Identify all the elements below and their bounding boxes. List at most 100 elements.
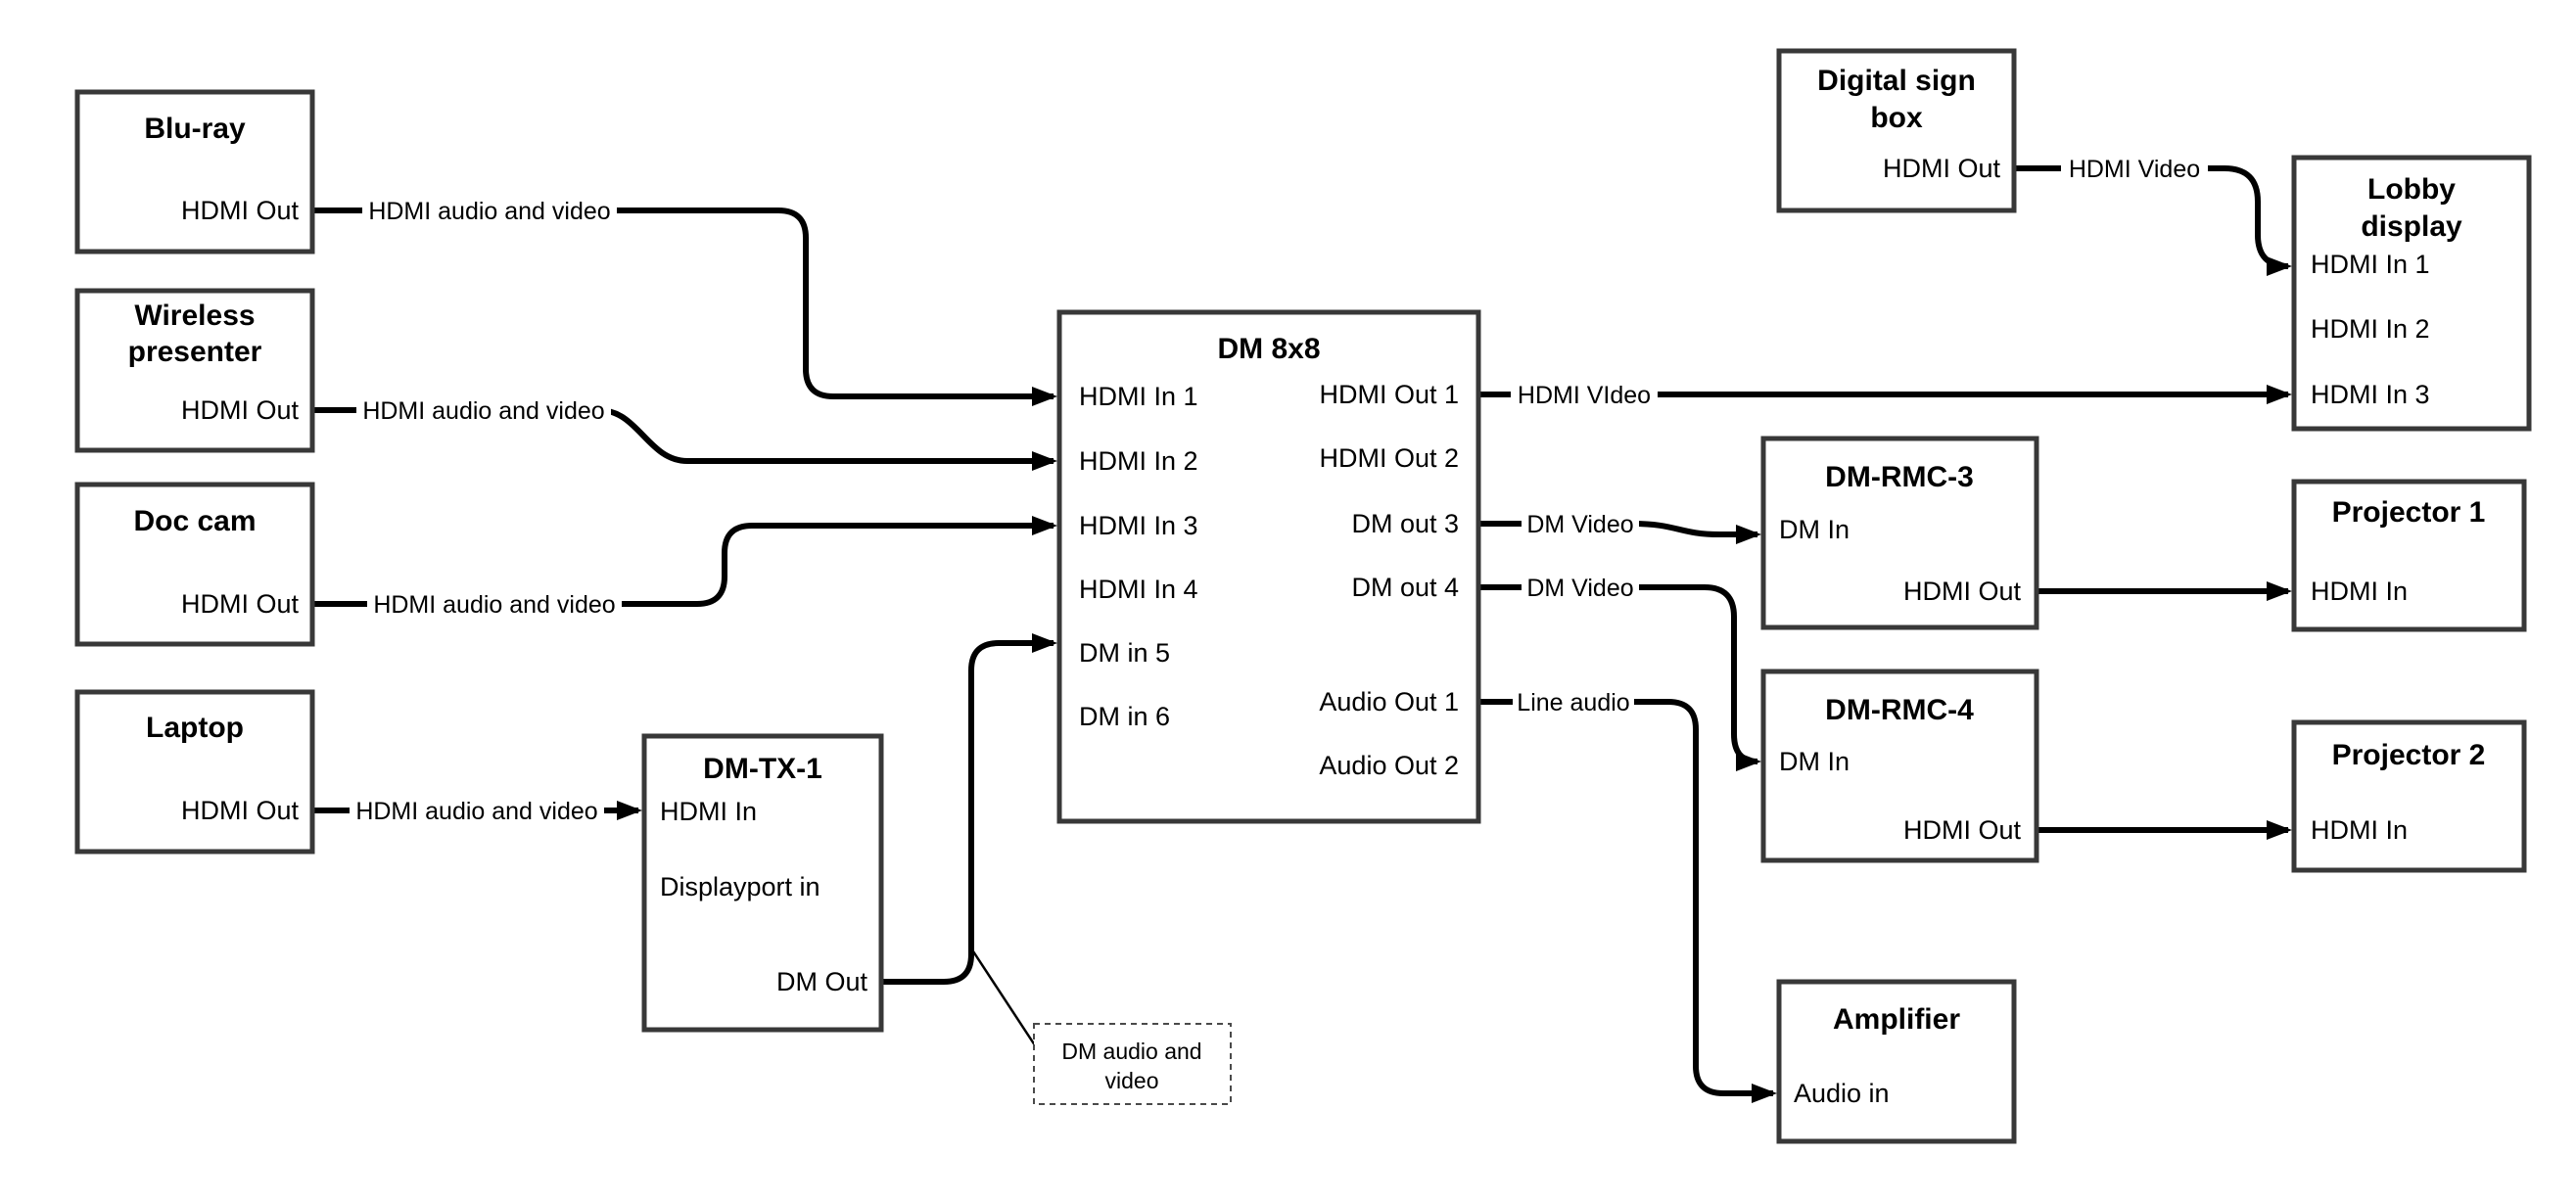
edge-label-doccam: HDMI audio and video [373,591,615,619]
annotation-dm-audio-and-video: DM audio and video [1033,1023,1232,1105]
dmrmc4-port-hdmi-out: HDMI Out [1903,815,2022,845]
wire-dmtx1-dmout-to-dm8x8-in5 [881,633,1057,985]
proj2-box [2291,719,2527,873]
node-projector-2: Projector 2 HDMI In [2291,719,2527,873]
dmtx1-title: DM-TX-1 [703,753,822,785]
dm8x8-port-dm-out-3: DM out 3 [1351,509,1459,538]
digitalsign-title-line1: Digital sign [1817,65,1976,97]
laptop-port-hdmi-out: HDMI Out [181,796,300,825]
lobby-port-hdmi-in-1: HDMI In 1 [2311,250,2430,279]
annotation-box [1033,1023,1232,1105]
edge-label-line-audio: Line audio [1517,689,1629,716]
dm8x8-port-audio-out-1: Audio Out 1 [1319,687,1459,716]
dm8x8-port-dm-in-5: DM in 5 [1079,638,1170,668]
bluray-box [74,89,315,254]
dmrmc3-port-dm-in: DM In [1779,515,1850,544]
note-leader-line [971,950,1037,1046]
proj1-box [2291,479,2527,632]
edge-label-bluray: HDMI audio and video [368,198,610,225]
dmrmc4-box [1760,669,2039,863]
node-dm-rmc-3: DM-RMC-3 DM In HDMI Out [1760,436,2039,630]
wire-dm8x8-aout1-to-amplifier [1478,699,1777,1103]
node-projector-1: Projector 1 HDMI In [2291,479,2527,632]
dm8x8-port-hdmi-out-1: HDMI Out 1 [1319,380,1459,409]
wire-bluray-to-dm8x8-in1 [312,208,1057,406]
digitalsign-box [1776,48,2017,213]
dm8x8-port-dm-out-4: DM out 4 [1351,573,1459,602]
label-bg [356,393,611,428]
dm8x8-port-hdmi-out-2: HDMI Out 2 [1319,443,1459,473]
dmtx1-port-hdmi-in: HDMI In [660,797,757,826]
label-bg [350,793,604,828]
label-bg [2061,151,2208,186]
proj1-port-hdmi-in: HDMI In [2311,577,2408,606]
laptop-title: Laptop [146,712,244,744]
label-bg [1513,684,1634,719]
bluray-title: Blu-ray [144,113,246,145]
wire-labels: HDMI audio and video HDMI audio and vide… [350,151,2208,828]
label-bg [1522,506,1639,541]
bluray-port-hdmi-out: HDMI Out [181,196,300,225]
dmrmc4-title: DM-RMC-4 [1825,694,1974,726]
dm8x8-port-audio-out-2: Audio Out 2 [1319,751,1459,780]
dmtx1-port-displayport-in: Displayport in [660,872,820,901]
doccam-port-hdmi-out: HDMI Out [181,589,300,619]
node-bluray: Blu-ray HDMI Out [74,89,315,254]
wire-doccam-to-dm8x8-in3 [312,516,1057,607]
label-bg [1522,570,1639,605]
dm8x8-port-hdmi-in-1: HDMI In 1 [1079,382,1198,411]
node-lobby-display: Lobby display HDMI In 1 HDMI In 2 HDMI I… [2291,155,2532,432]
digitalsign-port-hdmi-out: HDMI Out [1883,154,2001,183]
node-dm-tx-1: DM-TX-1 HDMI In Displayport in DM Out [641,733,884,1033]
doccam-title: Doc cam [133,505,256,537]
proj2-title: Projector 2 [2332,739,2486,771]
digitalsign-title-line2: box [1870,102,1923,134]
node-digital-sign-box: Digital sign box HDMI Out [1776,48,2017,213]
amplifier-box [1776,979,2017,1144]
amplifier-port-audio-in: Audio in [1794,1079,1890,1108]
node-laptop: Laptop HDMI Out [74,689,315,855]
label-bg [1511,377,1658,412]
dm8x8-title: DM 8x8 [1217,333,1320,365]
annotation-text-line1: DM audio and [1061,1039,1201,1064]
edge-label-laptop: HDMI audio and video [355,798,597,825]
edge-label-digitalsign: HDMI Video [2069,156,2200,183]
dm8x8-box [1056,309,1481,824]
dm8x8-port-dm-in-6: DM in 6 [1079,702,1170,731]
node-amplifier: Amplifier Audio in [1776,979,2017,1144]
wireless-port-hdmi-out: HDMI Out [181,395,300,425]
lobby-port-hdmi-in-2: HDMI In 2 [2311,314,2430,344]
wireless-box [74,288,315,453]
doccam-box [74,482,315,647]
node-dm-8x8: DM 8x8 HDMI In 1 HDMI In 2 HDMI In 3 HDM… [1056,309,1481,824]
wire-digitalsign-to-lobby-in1 [2014,165,2292,276]
proj1-title: Projector 1 [2332,496,2486,529]
dmrmc4-port-dm-in: DM In [1779,747,1850,776]
dmrmc3-title: DM-RMC-3 [1825,461,1974,493]
label-bg [367,586,622,622]
node-wireless-presenter: Wireless presenter HDMI Out [74,288,315,453]
edge-label-hdmi-video-out1: HDMI VIdeo [1518,382,1651,409]
proj2-port-hdmi-in: HDMI In [2311,815,2408,845]
node-dm-rmc-4: DM-RMC-4 DM In HDMI Out [1760,669,2039,863]
dm8x8-port-hdmi-in-2: HDMI In 2 [1079,446,1198,476]
dmtx1-port-dm-out: DM Out [776,967,868,996]
lobby-box [2291,155,2532,432]
wire-dm8x8-out4-to-dmrmc4-dmin [1478,584,1761,771]
edge-label-dm-video-out4: DM Video [1526,575,1633,602]
node-doc-cam: Doc cam HDMI Out [74,482,315,647]
lobby-title-line1: Lobby [2367,173,2456,206]
wireless-title-line1: Wireless [134,300,255,332]
dmtx1-box [641,733,884,1033]
amplifier-title: Amplifier [1833,1003,1960,1036]
lobby-title-line2: display [2361,210,2462,243]
laptop-box [74,689,315,855]
dm8x8-port-hdmi-in-3: HDMI In 3 [1079,511,1198,540]
dmrmc3-port-hdmi-out: HDMI Out [1903,577,2022,606]
edge-label-wireless: HDMI audio and video [362,397,604,425]
dmrmc3-box [1760,436,2039,630]
lobby-port-hdmi-in-3: HDMI In 3 [2311,380,2430,409]
annotation-text-line2: video [1105,1068,1159,1093]
label-bg [362,193,617,228]
